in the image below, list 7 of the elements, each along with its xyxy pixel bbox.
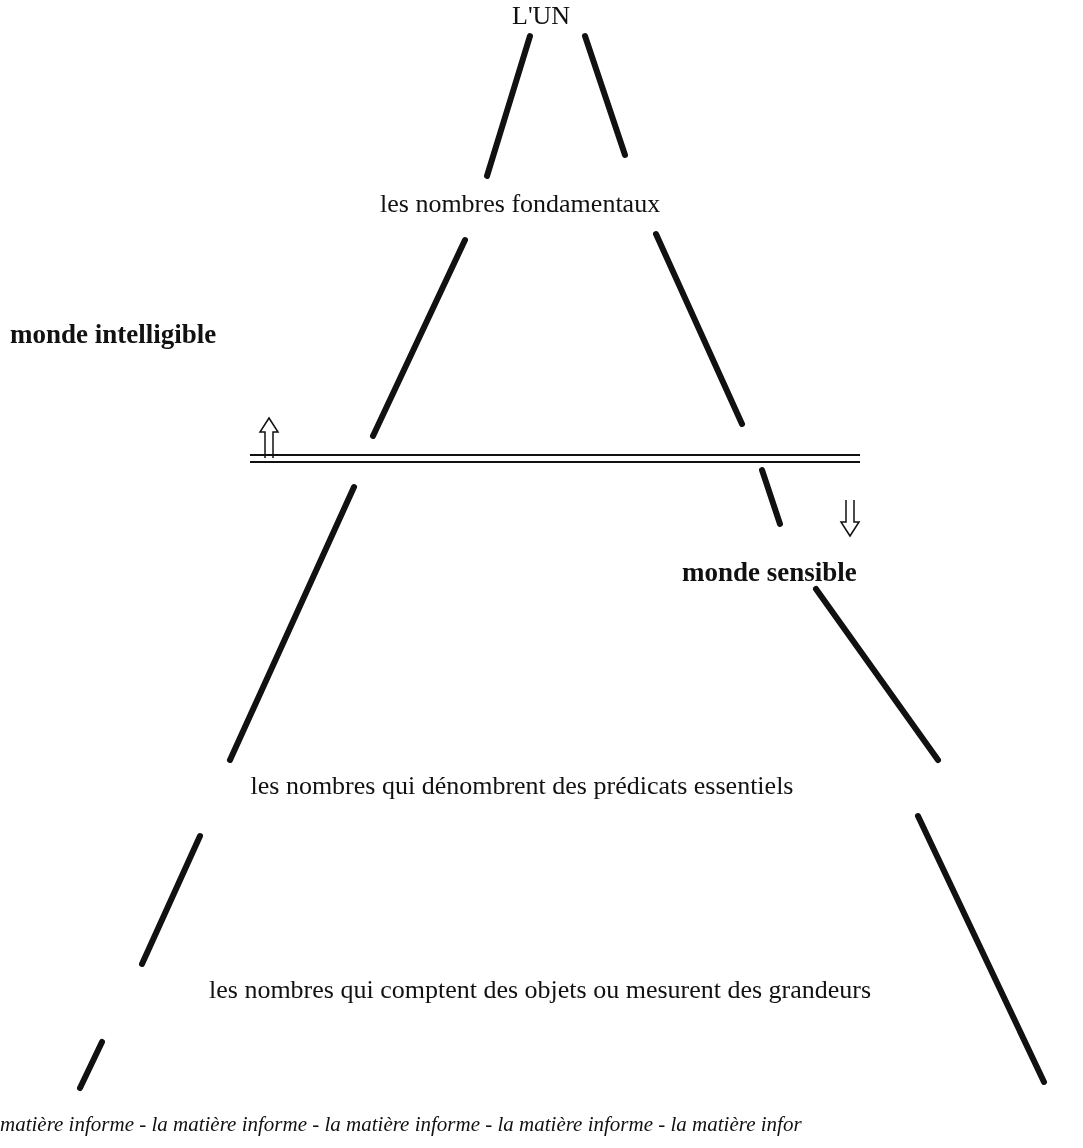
level-label: les nombres fondamentaux: [380, 188, 661, 220]
base-label: matière informe - la matière informe - la matière informe - la matière informe - la matière infor: [0, 1112, 802, 1138]
apex-label: L'UN: [512, 0, 571, 32]
region-label: monde intelligible: [10, 318, 217, 351]
region-label: monde sensible: [682, 556, 857, 589]
level-label: les nombres qui dénombrent des prédicats essentiels: [250, 770, 794, 802]
level-label: les nombres qui comptent des objets ou mesurent des grandeurs: [209, 974, 872, 1006]
